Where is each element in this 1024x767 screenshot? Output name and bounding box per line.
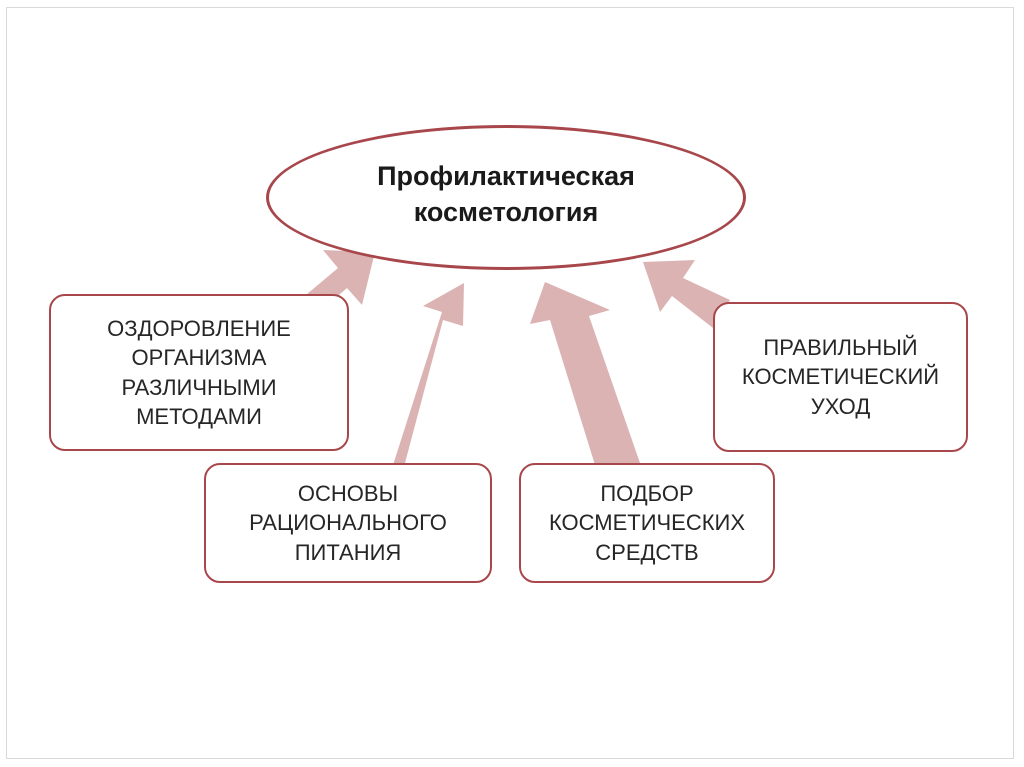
slide-frame xyxy=(6,7,1014,759)
center-title: Профилактическая косметология xyxy=(377,161,635,227)
box-cosmetic-products: ПОДБОР КОСМЕТИЧЕСКИХ СРЕДСТВ xyxy=(519,463,775,583)
box-health-improvement: ОЗДОРОВЛЕНИЕ ОРГАНИЗМА РАЗЛИЧНЫМИ МЕТОДА… xyxy=(49,294,349,451)
box-care-label: ПРАВИЛЬНЫЙ КОСМЕТИЧЕСКИЙ УХОД xyxy=(741,335,940,419)
box-products-label: ПОДБОР КОСМЕТИЧЕСКИХ СРЕДСТВ xyxy=(548,481,746,565)
arrow-nutrition xyxy=(358,283,464,465)
box-health-label: ОЗДОРОВЛЕНИЕ ОРГАНИЗМА РАЗЛИЧНЫМИ МЕТОДА… xyxy=(107,316,291,429)
arrow-products xyxy=(530,282,640,465)
box-nutrition-basics: ОСНОВЫ РАЦИОНАЛЬНОГО ПИТАНИЯ xyxy=(204,463,492,583)
box-cosmetic-care: ПРАВИЛЬНЫЙ КОСМЕТИЧЕСКИЙ УХОД xyxy=(713,302,968,452)
arrow-care xyxy=(643,260,730,330)
center-ellipse: Профилактическая косметология xyxy=(266,125,746,270)
box-nutrition-label: ОСНОВЫ РАЦИОНАЛЬНОГО ПИТАНИЯ xyxy=(249,481,447,565)
